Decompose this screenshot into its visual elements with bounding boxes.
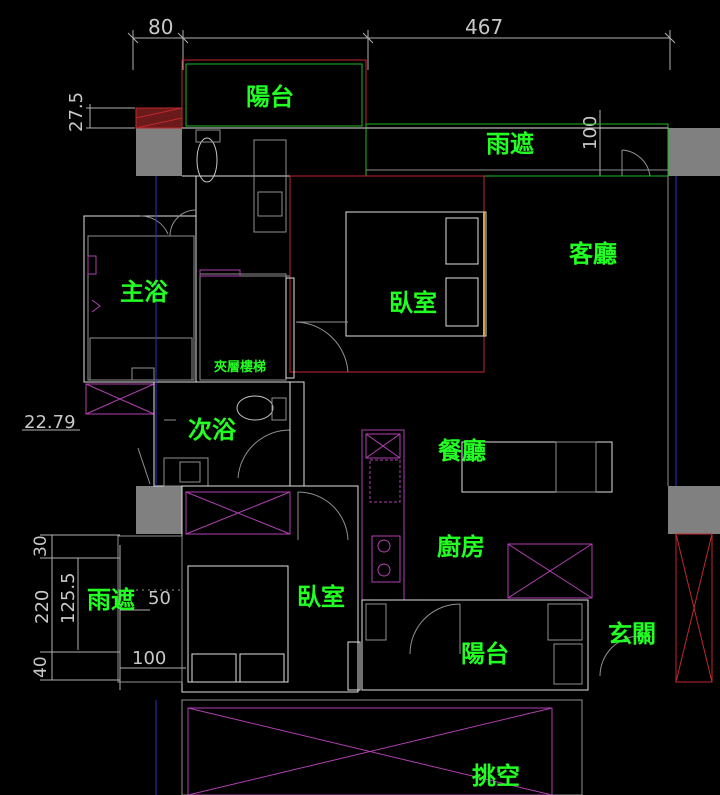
label-kitchen: 廚房 [437, 533, 485, 561]
label-bedroom-top: 臥室 [389, 289, 437, 317]
guide-lines [155, 176, 677, 486]
top-bedroom-walls [285, 175, 487, 379]
dim-125-5: 125.5 [58, 572, 79, 624]
dim-100: 100 [132, 648, 166, 669]
bottom-balcony-walls [361, 599, 641, 691]
dim-467: 467 [465, 15, 503, 39]
label-bedroom-bottom: 臥室 [297, 583, 345, 611]
dim-220: 220 [32, 590, 53, 624]
dim-22-79: 22.79 [24, 412, 76, 433]
structural-columns [135, 107, 720, 534]
void-area [155, 699, 583, 795]
label-master-bath: 主浴 [120, 278, 169, 306]
dim-30: 30 [31, 535, 51, 557]
dim-100-vertical: 100 [580, 116, 601, 150]
stairs-walls [195, 129, 291, 381]
label-dining-room: 餐廳 [438, 437, 486, 465]
label-balcony-bottom: 陽台 [461, 640, 509, 668]
label-void: 挑空 [472, 762, 520, 790]
label-entrance: 玄關 [608, 620, 656, 648]
label-canopy-left: 雨遮 [87, 586, 135, 614]
dim-27-5: 27.5 [66, 92, 87, 132]
dim-40: 40 [31, 656, 51, 678]
dim-50: 50 [148, 588, 171, 609]
top-balcony-area [181, 59, 669, 177]
label-canopy-top: 雨遮 [486, 130, 534, 158]
label-balcony-top: 陽台 [246, 83, 294, 111]
master-bath-walls [83, 175, 290, 383]
label-second-bath: 次浴 [188, 416, 237, 444]
label-mezzanine-stairs: 夾層樓梯 [214, 359, 266, 375]
right-exterior-walls [667, 176, 713, 683]
label-living-room: 客廳 [569, 240, 617, 268]
left-canopy-walls [117, 535, 183, 683]
dim-80: 80 [148, 15, 173, 39]
kitchen-dining-walls [289, 381, 613, 601]
